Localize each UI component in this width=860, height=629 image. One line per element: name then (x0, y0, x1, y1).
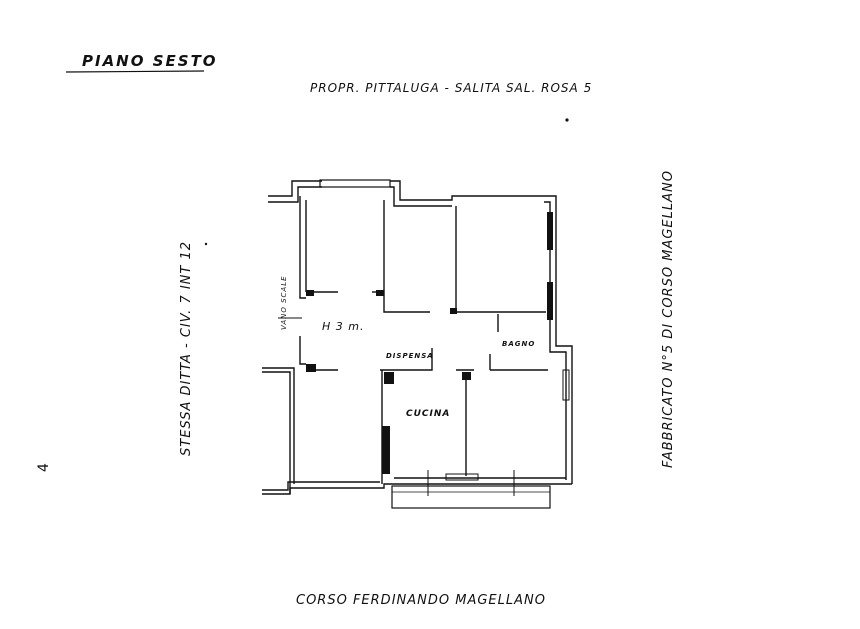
bathroom-label: BAGNO (502, 340, 535, 348)
ink-dot (565, 118, 569, 122)
margin-mark: 4 (36, 463, 52, 472)
balcony-top-left (319, 179, 391, 188)
street-label: CORSO FERDINANDO MAGELLANO (296, 593, 546, 608)
plan-walls (262, 179, 573, 509)
pillar (376, 290, 384, 296)
window-bottom (445, 473, 479, 481)
ink-dot (204, 242, 208, 246)
left-neighbor-note: STESSA DITTA - CIV. 7 INT 12 (179, 241, 194, 456)
pillar (306, 364, 316, 372)
right-building-note: FABBRICATO N°5 DI CORSO MAGELLANO (661, 170, 676, 468)
chimney (382, 426, 390, 474)
window-right-2 (547, 282, 553, 320)
pantry-label: DISPENSA (386, 352, 434, 360)
kitchen-label: CUCINA (406, 409, 450, 419)
balcony-bottom (391, 485, 551, 509)
height-label: H 3 m. (322, 320, 364, 333)
floor-title: PIANO SESTO (82, 52, 218, 70)
owner-note: PROPR. PITTALUGA - SALITA SAL. ROSA 5 (310, 81, 592, 95)
stairwell-label: VANO SCALE (280, 275, 288, 330)
window-right-1 (547, 212, 553, 250)
window-right-3 (562, 369, 570, 401)
title-underline (65, 70, 205, 73)
pillar (384, 372, 394, 384)
pillar (462, 372, 471, 380)
pillar (306, 290, 314, 296)
pillar (450, 308, 457, 314)
